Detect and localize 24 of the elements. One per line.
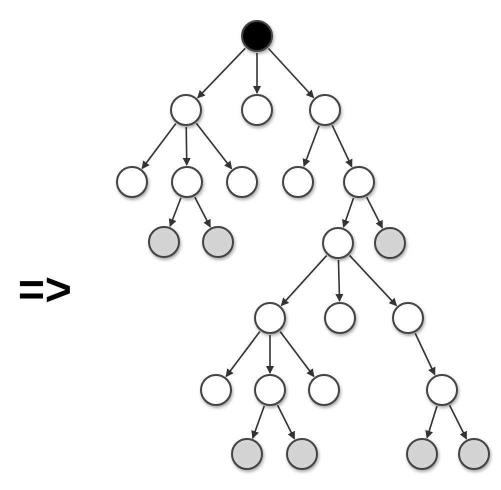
arrow <box>276 404 296 440</box>
arrow <box>268 48 314 98</box>
arrow <box>332 125 352 168</box>
arrow <box>266 335 274 374</box>
arrow <box>142 123 176 170</box>
arrow <box>448 404 468 440</box>
arrow <box>349 254 398 306</box>
transform-symbol: => <box>18 266 72 312</box>
arrow <box>280 255 328 306</box>
arrow <box>414 333 436 376</box>
arrow <box>335 260 344 302</box>
arrow <box>302 126 320 168</box>
arrow <box>253 53 261 94</box>
arrow <box>196 122 232 170</box>
arrow <box>280 331 314 378</box>
arrow <box>251 406 265 439</box>
arrow <box>197 48 246 98</box>
arrow <box>168 198 182 228</box>
arrow <box>366 196 384 229</box>
arrow <box>194 196 211 228</box>
arrow <box>342 198 354 228</box>
arrow <box>182 126 191 166</box>
arrow <box>226 331 260 378</box>
arrow <box>425 406 438 439</box>
